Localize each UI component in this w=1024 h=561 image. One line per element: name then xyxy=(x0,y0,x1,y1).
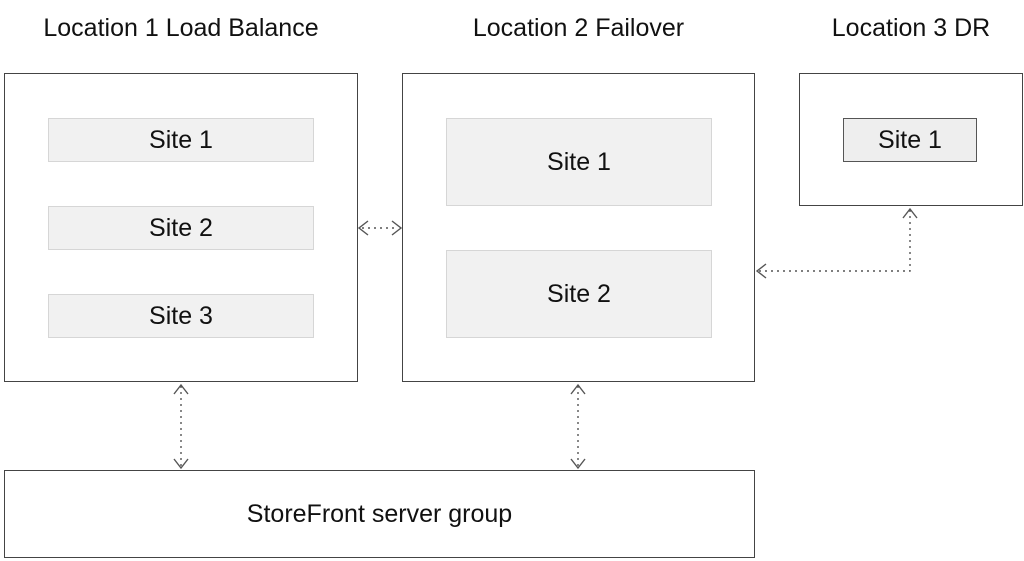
location-2-site-1: Site 1 xyxy=(446,118,712,206)
location-3-heading: Location 3 DR xyxy=(831,14,991,42)
connector-location1-storefront xyxy=(173,383,189,470)
location-1-site-3: Site 3 xyxy=(48,294,314,338)
location-2-site-2: Site 2 xyxy=(446,250,712,338)
connector-location1-location2 xyxy=(357,220,403,236)
location-3-site-1: Site 1 xyxy=(843,118,977,162)
connector-location2-storefront xyxy=(570,383,586,470)
location-1-site-2: Site 2 xyxy=(48,206,314,250)
storefront-server-group: StoreFront server group xyxy=(4,470,755,558)
connector-location3-location2 xyxy=(755,207,918,279)
location-2-heading: Location 2 Failover xyxy=(472,14,685,42)
location-3-box: Site 1 xyxy=(799,73,1023,206)
location-1-heading: Location 1 Load Balance xyxy=(43,14,319,42)
location-1-box: Site 1 Site 2 Site 3 xyxy=(4,73,358,382)
location-1-site-1: Site 1 xyxy=(48,118,314,162)
location-2-box: Site 1 Site 2 xyxy=(402,73,755,382)
